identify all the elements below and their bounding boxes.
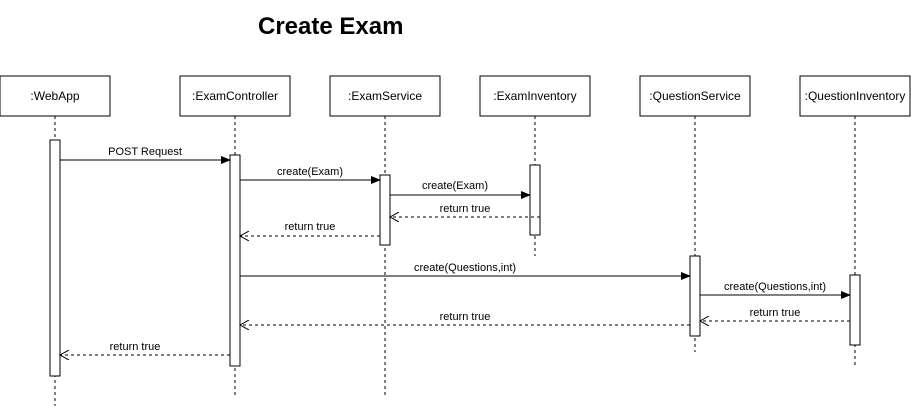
- message-post-request: POST Request: [60, 146, 231, 164]
- message-create-exam-2: create(Exam): [390, 180, 531, 199]
- participant-questionservice: :QuestionService: [639, 75, 751, 117]
- participant-questioninventory: :QuestionInventory: [799, 75, 911, 117]
- participant-examservice: :ExamService: [329, 75, 441, 117]
- activation-questioninventory: [849, 274, 861, 346]
- participant-examcontroller: :ExamController: [179, 75, 291, 117]
- activation-examinventory: [529, 164, 541, 236]
- participant-label: :ExamController: [192, 89, 278, 103]
- participant-label: :QuestionService: [649, 89, 741, 103]
- participant-webapp: :WebApp: [0, 75, 111, 117]
- message-label: return true: [440, 203, 491, 215]
- activation-webapp: [49, 139, 61, 377]
- message-return-true-4: return true: [240, 311, 690, 325]
- message-return-true-5: return true: [60, 341, 230, 355]
- message-return-true-1: return true: [390, 203, 540, 217]
- message-label: return true: [440, 311, 491, 323]
- participant-label: :ExamService: [348, 89, 422, 103]
- activation-examcontroller: [229, 154, 241, 367]
- activations: [49, 139, 861, 377]
- message-label: return true: [285, 221, 336, 233]
- participant-label: :WebApp: [30, 89, 79, 103]
- message-label: create(Exam): [422, 180, 488, 192]
- activation-examservice: [379, 174, 391, 246]
- message-create-exam-1: create(Exam): [240, 166, 381, 184]
- activation-questionservice: [689, 255, 701, 337]
- message-label: create(Exam): [277, 166, 343, 178]
- participant-label: :ExamInventory: [493, 89, 576, 103]
- message-create-questions-2: create(Questions,int): [700, 281, 851, 299]
- message-label: POST Request: [108, 146, 182, 158]
- message-return-true-3: return true: [700, 307, 850, 321]
- message-label: create(Questions,int): [724, 281, 826, 293]
- message-label: create(Questions,int): [414, 262, 516, 274]
- message-label: return true: [110, 341, 161, 353]
- message-label: return true: [750, 307, 801, 319]
- diagram-title: Create Exam: [258, 13, 404, 40]
- message-create-questions-1: create(Questions,int): [240, 262, 691, 280]
- message-return-true-2: return true: [240, 221, 380, 236]
- participant-examinventory: :ExamInventory: [479, 75, 591, 117]
- participant-label: :QuestionInventory: [805, 89, 906, 103]
